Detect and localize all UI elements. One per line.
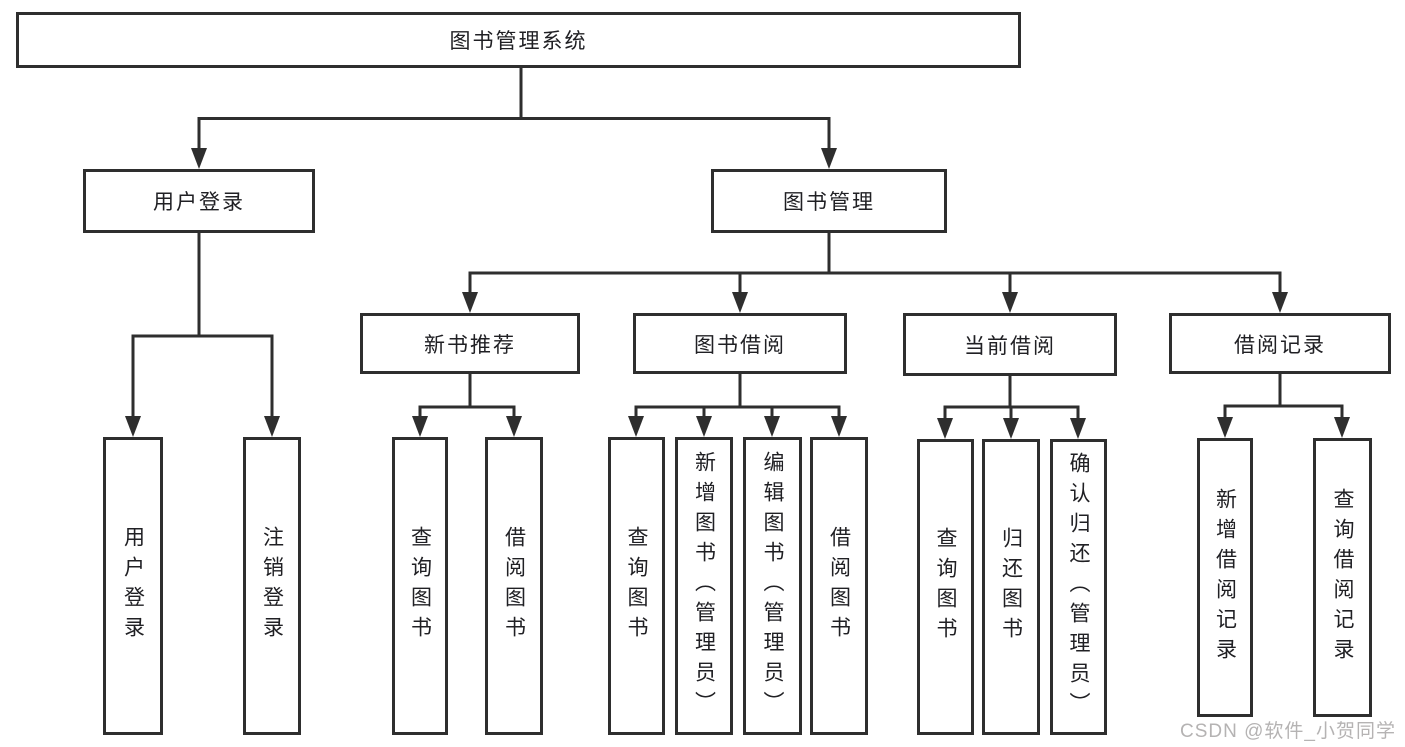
node-book-management: 图书管理	[711, 169, 947, 233]
node-library-management-system: 图书管理系统	[16, 12, 1021, 68]
leaf-user-login: 用户登录	[103, 437, 163, 735]
node-user-login: 用户登录	[83, 169, 315, 233]
node-borrow-records: 借阅记录	[1169, 313, 1391, 374]
leaf-edit-books-admin: 编辑图书（管理员）	[743, 437, 802, 735]
leaf-return-books: 归还图书	[982, 439, 1040, 735]
leaf-query-books-borrow: 查询图书	[608, 437, 665, 735]
node-book-borrow: 图书借阅	[633, 313, 847, 374]
leaf-add-borrow-record: 新增借阅记录	[1197, 438, 1253, 717]
node-current-borrow: 当前借阅	[903, 313, 1117, 376]
csdn-watermark: CSDN @软件_小贺同学	[1180, 721, 1396, 742]
node-new-book-recommend: 新书推荐	[360, 313, 580, 374]
leaf-borrow-books-recommend: 借阅图书	[485, 437, 543, 735]
leaf-confirm-return-admin: 确认归还（管理员）	[1050, 439, 1107, 735]
leaf-query-books-recommend: 查询图书	[392, 437, 448, 735]
leaf-query-books-current: 查询图书	[917, 439, 974, 735]
leaf-borrow-books: 借阅图书	[810, 437, 868, 735]
leaf-query-borrow-record: 查询借阅记录	[1313, 438, 1372, 717]
leaf-add-books-admin: 新增图书（管理员）	[675, 437, 733, 735]
leaf-logout: 注销登录	[243, 437, 301, 735]
